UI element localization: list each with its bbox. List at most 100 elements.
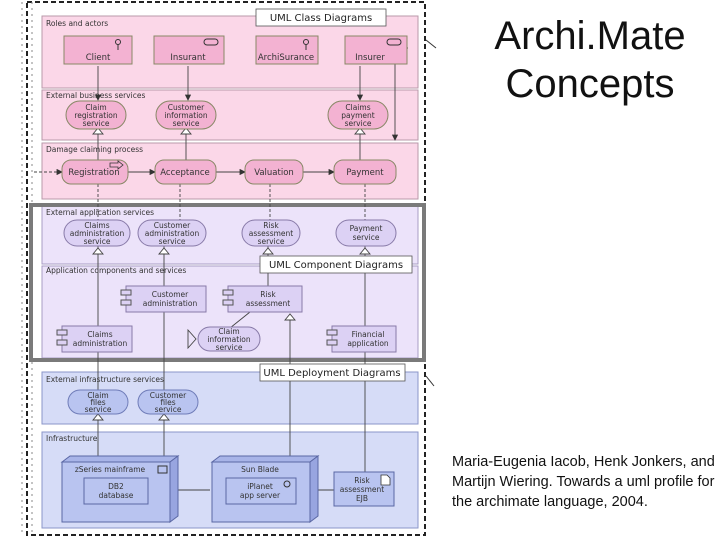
role-archisurance-label: ArchiSurance	[258, 53, 314, 63]
svg-text:Customer: Customer	[168, 103, 205, 112]
svg-text:Financial: Financial	[352, 330, 385, 339]
role-insurant: Insurant	[153, 35, 225, 65]
svg-text:database: database	[99, 491, 134, 500]
svg-text:service: service	[345, 119, 372, 128]
component-customer-administration: Customer administration	[120, 285, 207, 313]
process-registration: Registration	[61, 159, 129, 185]
svg-text:assessment: assessment	[340, 485, 385, 494]
svg-text:application: application	[347, 339, 389, 348]
svg-text:Valuation: Valuation	[254, 168, 294, 178]
svg-text:service: service	[155, 405, 182, 414]
svg-text:administration: administration	[73, 339, 128, 348]
app-service-claim-information: Claim information service	[187, 326, 261, 352]
svg-text:service: service	[159, 237, 186, 246]
svg-text:EJB: EJB	[356, 494, 368, 503]
svg-text:Customer: Customer	[152, 290, 189, 299]
svg-text:Payment: Payment	[346, 168, 384, 178]
svg-text:iPlanet: iPlanet	[247, 482, 273, 491]
svg-text:administration: administration	[70, 229, 125, 238]
section-process-label: Damage claiming process	[46, 145, 143, 154]
svg-text:service: service	[83, 119, 110, 128]
slide-title: Archi.Mate Concepts	[470, 12, 710, 108]
svg-text:Claim: Claim	[218, 327, 239, 336]
svg-text:app server: app server	[240, 491, 281, 500]
overlay-class-box	[255, 8, 387, 27]
app-service-customer-administration: Customer administration service	[137, 219, 207, 247]
margin-mark-bottom	[425, 375, 435, 387]
svg-text:Claims: Claims	[84, 221, 109, 230]
svg-text:Claims: Claims	[87, 330, 112, 339]
component-diagram-frame	[29, 203, 426, 362]
node-sun-blade: Sun Blade iPlanet app server	[210, 455, 320, 523]
role-insurer-label: Insurer	[355, 53, 385, 63]
role-client-label: Client	[86, 53, 111, 63]
title-line-2: Concepts	[505, 62, 675, 106]
section-ext-app-label: External application services	[46, 208, 154, 217]
overlay-component-label: UML Component Diagrams	[269, 260, 403, 271]
app-service-risk-assessment: Risk assessment service	[241, 219, 301, 247]
service-claims-payment: Claims payment service	[327, 100, 389, 130]
svg-text:service: service	[173, 119, 200, 128]
infra-service-claim-files: Claim files service	[67, 389, 129, 415]
overlay-deployment-label: UML Deployment Diagrams	[263, 368, 400, 379]
section-ext-infra-label: External infrastructure services	[46, 375, 164, 384]
svg-text:Customer: Customer	[154, 221, 191, 230]
role-insurer: Insurer	[344, 35, 408, 65]
svg-text:assessment: assessment	[246, 299, 291, 308]
svg-text:administration: administration	[143, 299, 198, 308]
node-zseries-mainframe: zSeries mainframe DB2 database	[60, 455, 180, 523]
svg-text:service: service	[216, 343, 243, 352]
svg-text:administration: administration	[145, 229, 200, 238]
svg-text:Risk: Risk	[260, 290, 276, 299]
infra-service-customer-files: Customer files service	[137, 389, 199, 415]
role-archisurance: ArchiSurance	[255, 35, 319, 65]
service-customer-information: Customer information service	[155, 100, 217, 130]
role-client: Client	[63, 35, 133, 65]
svg-text:information: information	[164, 111, 208, 120]
process-acceptance: Acceptance	[154, 159, 217, 185]
svg-text:files: files	[160, 398, 175, 407]
archimate-diagram: Roles and actors External business servi…	[21, 1, 437, 536]
svg-text:Acceptance: Acceptance	[160, 168, 209, 178]
margin-mark-top	[425, 39, 437, 49]
svg-text:zSeries mainframe: zSeries mainframe	[75, 465, 146, 474]
process-valuation: Valuation	[244, 159, 304, 185]
svg-text:Sun Blade: Sun Blade	[241, 465, 279, 474]
svg-text:Payment: Payment	[350, 224, 383, 233]
app-service-payment: Payment service	[335, 219, 397, 247]
component-claims-administration: Claims administration	[56, 325, 133, 353]
app-service-claims-administration: Claims administration service	[63, 219, 131, 247]
svg-text:Registration: Registration	[68, 168, 119, 178]
svg-text:Claim: Claim	[85, 103, 106, 112]
svg-text:payment: payment	[341, 111, 374, 120]
section-roles-label: Roles and actors	[46, 19, 108, 28]
svg-text:Claims: Claims	[345, 103, 370, 112]
role-insurant-label: Insurant	[170, 53, 206, 63]
svg-text:DB2: DB2	[108, 482, 124, 491]
svg-text:files: files	[90, 398, 105, 407]
citation: Maria-Eugenia Iacob, Henk Jonkers, and M…	[452, 454, 715, 510]
title-line-1: Archi.Mate	[494, 14, 686, 58]
overlay-class-label: UML Class Diagrams	[270, 13, 372, 24]
process-payment: Payment	[333, 159, 397, 185]
component-financial-application: Financial application	[326, 325, 397, 353]
svg-text:registration: registration	[74, 111, 118, 120]
svg-text:assessment: assessment	[249, 229, 294, 238]
component-risk-assessment: Risk assessment	[222, 285, 303, 313]
svg-text:Claim: Claim	[87, 391, 108, 400]
svg-text:Risk: Risk	[354, 476, 370, 485]
svg-text:service: service	[85, 405, 112, 414]
overlay-deployment-box	[259, 363, 406, 382]
svg-text:service: service	[258, 237, 285, 246]
svg-text:service: service	[353, 233, 380, 242]
service-claim-registration: Claim registration service	[65, 100, 127, 130]
svg-text:Risk: Risk	[263, 221, 279, 230]
svg-text:Customer: Customer	[150, 391, 187, 400]
artifact-risk-assessment-ejb: Risk assessment EJB	[333, 471, 395, 507]
svg-text:information: information	[207, 335, 251, 344]
section-infrastructure-label: Infrastructure	[46, 434, 98, 443]
section-app-components-label: Application components and services	[46, 266, 186, 275]
overlay-component-box	[259, 255, 413, 274]
svg-text:service: service	[84, 237, 111, 246]
section-ext-business-label: External business services	[46, 91, 145, 100]
